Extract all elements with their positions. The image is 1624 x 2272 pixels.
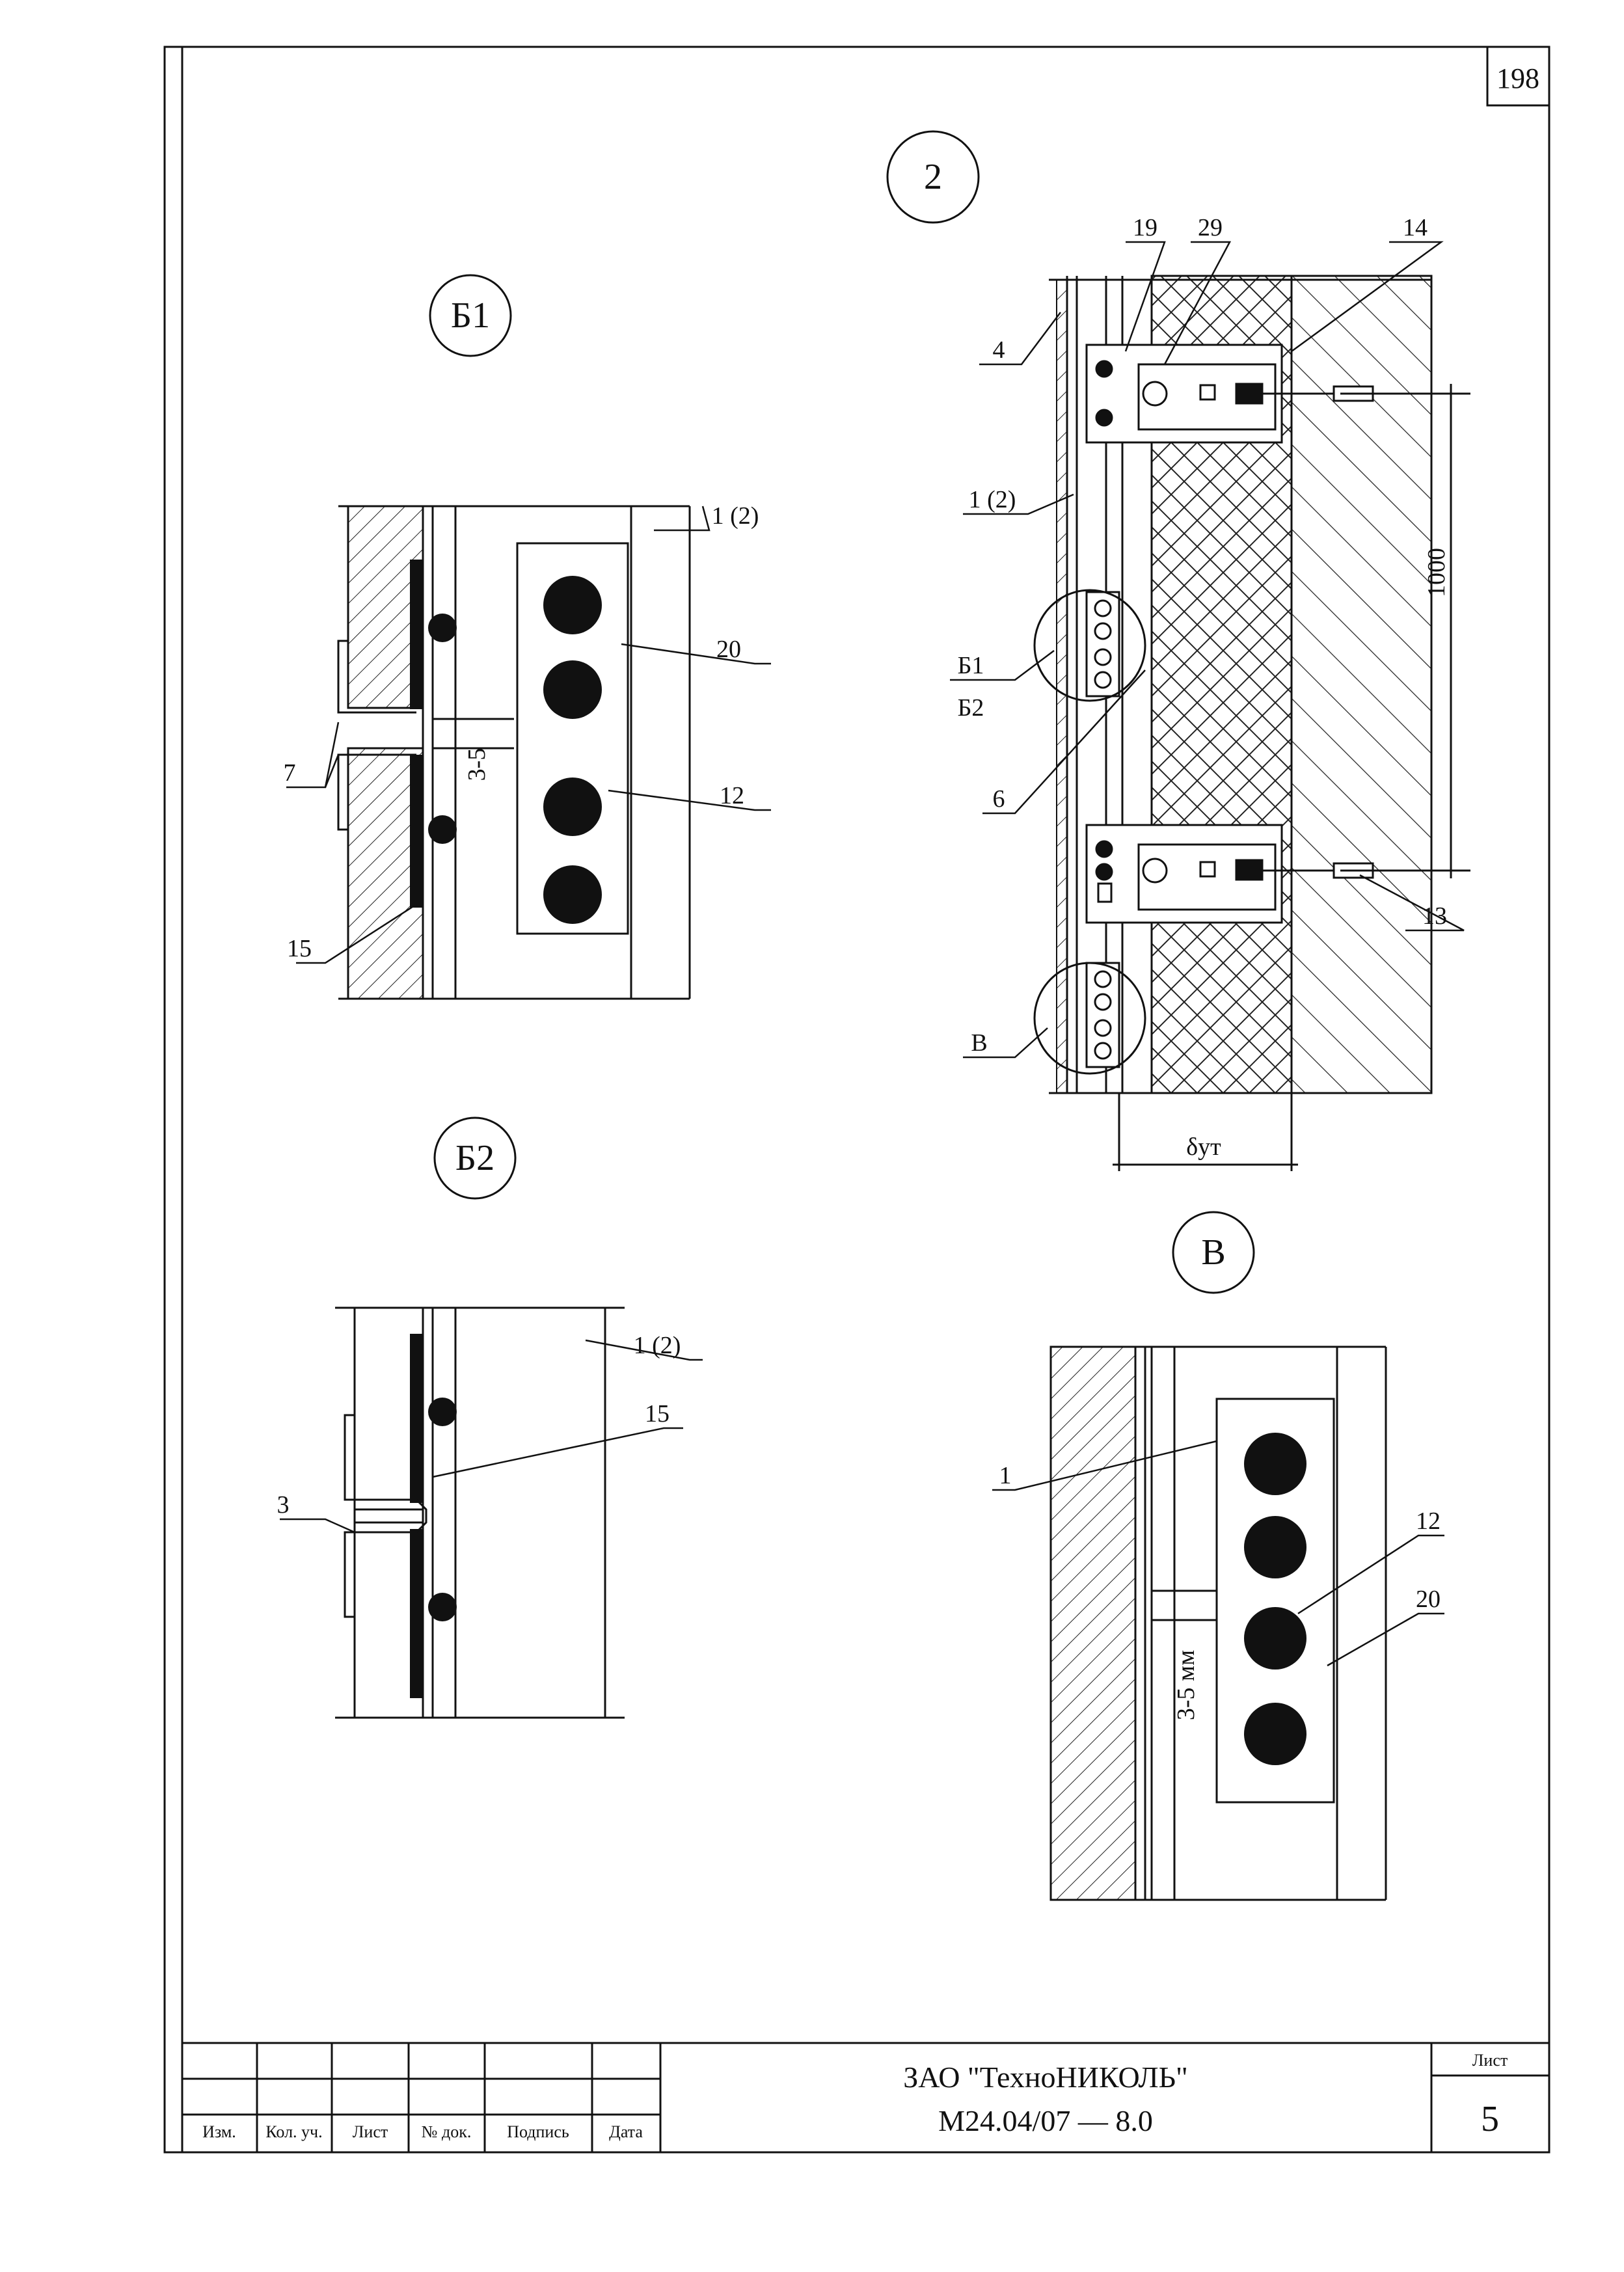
b1-label-7: 7: [284, 759, 296, 787]
main-wall: [1290, 275, 1433, 1094]
b1-bolt-3: [543, 778, 602, 836]
b1-bolt-1: [543, 576, 602, 634]
tb-doc-code: М24.04/07 — 8.0: [938, 2104, 1153, 2137]
view-2-section: 2: [886, 130, 1470, 1171]
b2-rivet-upper: [428, 1398, 457, 1426]
main-cladding: [1056, 279, 1068, 1094]
view-2-marker: [886, 130, 980, 224]
b1-gap-label: 3-5: [463, 748, 491, 781]
b2-sealant-lower: [410, 1529, 423, 1698]
joint-plate-b: [1085, 591, 1120, 697]
dimension-insulation: [1113, 1093, 1298, 1171]
view-v-title: В: [1201, 1232, 1225, 1273]
label-6: 6: [993, 785, 1005, 813]
top-bracket: [1085, 344, 1374, 444]
v-label-1: 1: [999, 1462, 1012, 1489]
b2-sealant-upper: [410, 1334, 423, 1503]
v-bolt-3: [1244, 1607, 1306, 1670]
b2-rivet-lower: [428, 1593, 457, 1621]
label-1-2: 1 (2): [969, 486, 1016, 513]
v-label-20: 20: [1416, 1586, 1441, 1613]
view-2-title: 2: [924, 157, 942, 197]
b1-bolt-2: [543, 660, 602, 719]
view-v-marker: [1172, 1211, 1255, 1294]
label-4: 4: [993, 336, 1005, 364]
v-bolt-2: [1244, 1516, 1306, 1578]
b1-leaders: [286, 506, 771, 964]
view-b1-title: Б1: [451, 295, 490, 336]
dimension-1000: [1340, 384, 1470, 878]
b1-label-1-2: 1 (2): [712, 502, 759, 530]
label-29: 29: [1198, 214, 1223, 241]
b2-label-1-2: 1 (2): [634, 1332, 681, 1359]
view-b2-title: Б2: [455, 1138, 494, 1178]
view-b2-detail: Б2 1 (2) 15 3: [277, 1116, 703, 1719]
v-cladding: [1049, 1346, 1137, 1901]
label-b1: Б1: [958, 652, 984, 679]
v-structure: [1051, 1346, 1387, 1901]
b2-structure: [335, 1306, 625, 1719]
b2-profile-3: [344, 1414, 427, 1618]
view-b2-marker: [433, 1116, 517, 1200]
tb-col-list: Лист: [353, 2122, 388, 2141]
b1-sealant-upper: [410, 560, 423, 709]
main-leaders: [950, 241, 1465, 1059]
tb-col-kol: Кол. уч.: [265, 2122, 322, 2141]
label-14: 14: [1403, 214, 1428, 241]
dimension-1000-label: 1000: [1423, 548, 1450, 597]
b2-leaders: [280, 1339, 703, 1534]
b1-sealant-lower: [410, 755, 423, 908]
detail-circle-v: [1033, 962, 1146, 1075]
joint-plate-v: [1085, 962, 1120, 1068]
tb-sheet-label: Лист: [1472, 2051, 1508, 2070]
tb-sheet-number: 5: [1481, 2099, 1499, 2139]
v-leaders: [992, 1440, 1444, 1667]
v-label-12: 12: [1416, 1508, 1441, 1535]
label-19: 19: [1133, 214, 1157, 241]
label-v: В: [971, 1029, 987, 1057]
page-number: 198: [1496, 62, 1539, 94]
b1-rivet-lower: [428, 815, 457, 844]
b2-label-3: 3: [277, 1491, 290, 1519]
delta-label: δут: [1186, 1133, 1221, 1161]
b1-clamp-7: [337, 640, 416, 831]
view-b1-detail: Б1 3-5: [284, 274, 771, 1000]
view-b1-marker: [429, 274, 512, 357]
label-b2: Б2: [958, 694, 984, 722]
b1-label-12: 12: [720, 782, 744, 809]
detail-circle-b: [1033, 589, 1146, 702]
sheet-frame: [163, 46, 1550, 2154]
view-v-detail: В 3-5 мм 1 12 20: [992, 1211, 1444, 1901]
label-13: 13: [1422, 902, 1447, 930]
b1-label-15: 15: [287, 935, 312, 962]
tb-col-doc: № док.: [422, 2122, 472, 2141]
bottom-bracket: [1085, 824, 1374, 924]
title-block: [182, 2042, 1549, 2152]
v-bolt-1: [1244, 1433, 1306, 1495]
v-gap-label: 3-5 мм: [1172, 1650, 1200, 1720]
b1-label-20: 20: [716, 636, 741, 663]
b1-bolt-4: [543, 865, 602, 924]
tb-col-date: Дата: [609, 2122, 643, 2141]
tb-col-izm: Изм.: [202, 2122, 236, 2141]
b2-label-15: 15: [645, 1400, 670, 1427]
tb-col-sign: Подпись: [507, 2122, 569, 2141]
v-bolt-4: [1244, 1703, 1306, 1765]
tb-company: ЗАО "ТехноНИКОЛЬ": [903, 2061, 1188, 2094]
b1-rivet-upper: [428, 614, 457, 642]
